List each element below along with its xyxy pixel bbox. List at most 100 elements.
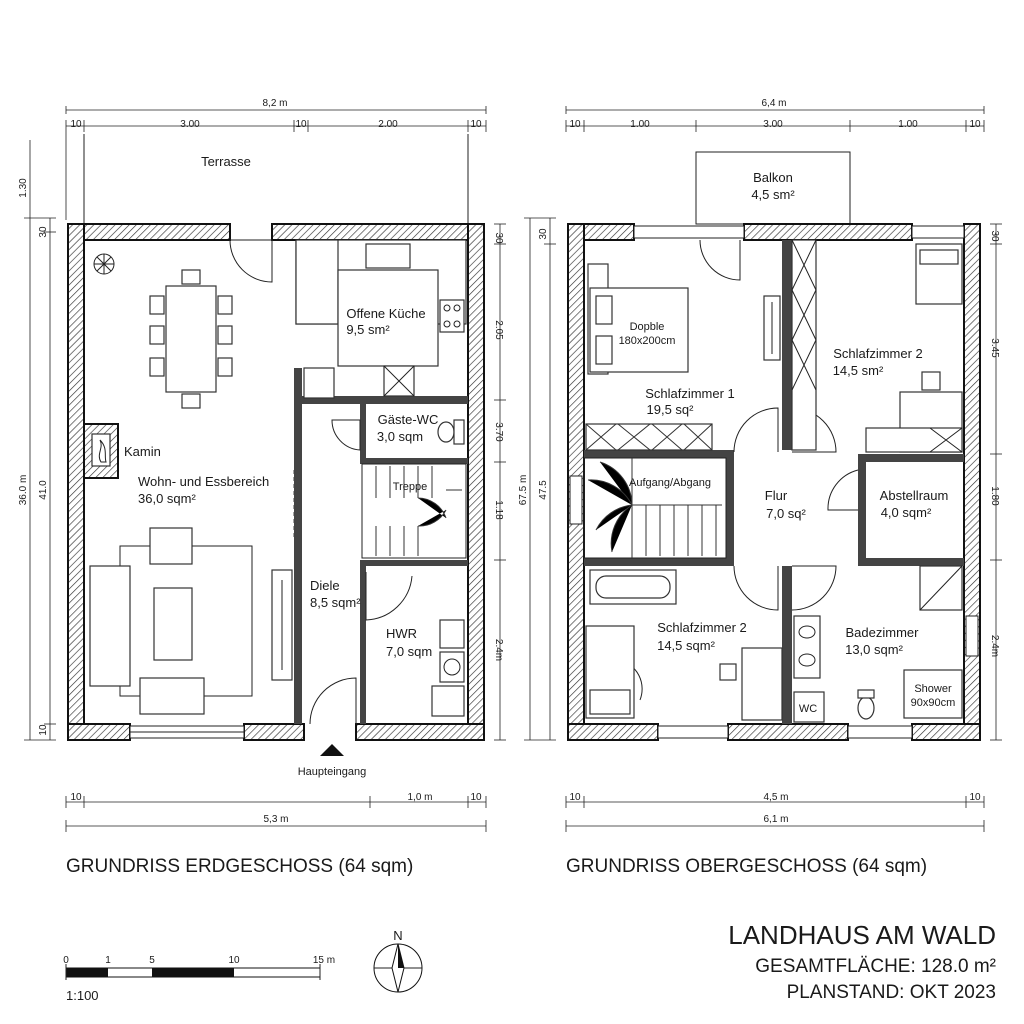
gf-fireplace-label: Kamin (124, 444, 161, 459)
uf-dim-bottom-b: 4,5 m (763, 792, 788, 803)
upper-floor-plan: 6,4 m 10 1.00 3.00 1.00 10 Balkon 4,5 sm… (518, 98, 1002, 877)
uf-shower-label: Shower (914, 683, 952, 695)
gf-living-dining: Kamin Wohn- und Essbereich 36,0 sqm² (83, 253, 295, 715)
gf-dim-seg-d: 2.00 (378, 119, 398, 130)
gf-exterior-walls (67, 223, 485, 741)
gf-hall-area: 8,5 sqm² (310, 595, 361, 610)
gf-hall: Diele 8,5 sqm² (310, 578, 361, 610)
gf-windows (129, 725, 245, 739)
uf-bedroom1-area: 19,5 sq² (647, 402, 695, 417)
gf-terrace-label: Terrasse (201, 154, 251, 169)
gf-kitchen: Offene Küche 9,5 sm² (295, 239, 467, 399)
uf-dim-bottom-c: 10 (969, 792, 981, 803)
uf-bath-name: Badezimmer (846, 625, 920, 640)
uf-stairs-label: Aufgang/Abgang (629, 477, 711, 489)
scale-label-1: 1 (105, 955, 111, 966)
uf-stairs: Aufgang/Abgang (583, 457, 727, 559)
uf-balcony-name: Balkon (753, 170, 793, 185)
uf-dim-bottom-a: 10 (569, 792, 581, 803)
uf-hall-name: Flur (765, 488, 788, 503)
ground-floor-plan: 8,2 m 10 3.00 10 2.00 10 Terrasse 1.30 3… (18, 98, 506, 877)
uf-dim-seg-b: 1.00 (630, 119, 650, 130)
uf-bedroom1-name: Schlafzimmer 1 (645, 386, 735, 401)
uf-dim-seg-e: 10 (969, 119, 981, 130)
uf-dim-total-width: 6,4 m (761, 98, 786, 109)
project-name: LANDHAUS AM WALD (728, 920, 996, 950)
uf-dim-right-b: 3.45 (989, 338, 1000, 358)
uf-storage: Abstellraum 4,0 sqm² (880, 488, 949, 520)
title-block: LANDHAUS AM WALD GESAMTFLÄCHE: 128.0 m² … (728, 920, 996, 1003)
gf-terrace: Terrasse (83, 134, 469, 224)
scale-label-15: 15 m (313, 955, 335, 966)
gf-utility-area: 7,0 sqm (386, 644, 432, 659)
scale-ratio: 1:100 (66, 988, 99, 1003)
gf-dim-right-b: 2.05 (493, 320, 504, 340)
uf-dims-bottom: 10 4,5 m 10 6,1 m (565, 792, 985, 832)
uf-balcony: Balkon 4,5 sm² (695, 151, 851, 225)
uf-dim-seg-a: 10 (569, 119, 581, 130)
uf-doors (619, 239, 859, 701)
gf-entrance: Haupteingang (298, 744, 367, 778)
uf-dim-right-a: 30 (989, 230, 1000, 242)
uf-hall: Flur 7,0 sq² (765, 488, 807, 521)
uf-dims-left: 30 67.5 m 47.5 (518, 217, 556, 741)
gf-utility: HWR 7,0 sqm (386, 619, 465, 717)
gf-dim-left-c: 36.0 m (18, 475, 29, 506)
scale-bar: 0 1 5 10 15 m 1:100 (63, 955, 335, 1003)
gf-dim-bottom-c: 10 (470, 792, 482, 803)
gf-utility-name: HWR (386, 626, 417, 641)
gf-dim-left-b: 30 (38, 226, 49, 238)
uf-dim-left-a: 30 (538, 228, 549, 240)
uf-bath-area: 13,0 sqm² (845, 642, 903, 657)
uf-bedroom-2: Schlafzimmer 2 14,5 sm² (833, 243, 963, 453)
gf-hall-name: Diele (310, 578, 340, 593)
gf-dim-bottom-a: 10 (70, 792, 82, 803)
uf-bed-label: Dopble (630, 321, 665, 333)
gf-dim-seg-b: 3.00 (180, 119, 200, 130)
uf-dims-right: 30 3.45 1.80 2.4m (989, 223, 1002, 741)
gf-dim-left-d: 41.0 (38, 480, 49, 500)
uf-dim-left-b: 67.5 m (518, 475, 529, 506)
uf-dim-seg-d: 1.00 (898, 119, 918, 130)
gf-stairs: Treppe (361, 463, 467, 559)
gf-dims-bottom: 10 1,0 m 10 5,3 m (65, 792, 487, 832)
uf-bed-size: 180x200cm (619, 335, 676, 347)
project-date: PLANSTAND: OKT 2023 (787, 982, 996, 1003)
uf-wardrobe (791, 239, 817, 451)
gf-entrance-label: Haupteingang (298, 766, 367, 778)
uf-storage-area: 4,0 sqm² (881, 505, 932, 520)
gf-dim-right-d: 1.18 (493, 500, 504, 520)
gf-guest-wc: Gäste-WC 3,0 sqm (377, 412, 465, 445)
gf-dim-left-e: 10 (38, 724, 49, 736)
gf-living-area: 36,0 sqm² (138, 491, 196, 506)
gf-dims-top: 8,2 m 10 3.00 10 2.00 10 (65, 98, 487, 220)
uf-interior-walls (584, 240, 964, 724)
uf-dim-right-d: 2.4m (989, 635, 1000, 657)
plant-icon (93, 253, 115, 275)
uf-windows (569, 225, 979, 739)
gf-stairs-label: Treppe (393, 481, 427, 493)
entrance-arrow-icon (320, 744, 344, 756)
gf-living-name: Wohn- und Essbereich (138, 474, 269, 489)
scale-label-5: 5 (149, 955, 155, 966)
uf-bathroom: WC Shower 90x90cm Badezimmer 13,0 sqm² (793, 565, 963, 723)
uf-bedroom3-name: Schlafzimmer 2 (657, 620, 747, 635)
gf-kitchen-area: 9,5 sm² (346, 322, 390, 337)
gf-dim-right-e: 2.4m (493, 639, 504, 661)
uf-dim-bottom-total: 6,1 m (763, 814, 788, 825)
north-arrow-icon: N (373, 928, 423, 993)
gf-dims-right: 30 2.05 3.70 1.18 2.4m (493, 223, 506, 741)
gf-doors (229, 239, 413, 725)
uf-wc-label: WC (799, 703, 817, 715)
uf-bedroom-3: Schlafzimmer 2 14,5 sqm² (585, 569, 783, 721)
scale-label-0: 0 (63, 955, 69, 966)
gf-dim-left-a: 1.30 (18, 178, 29, 198)
gf-dim-seg-c: 10 (295, 119, 307, 130)
gf-dim-seg-e: 10 (470, 119, 482, 130)
uf-bedroom-1: Dopble 180x200cm Schlafzimmer 1 19,5 sq² (585, 263, 781, 451)
uf-bedroom2-area: 14,5 sm² (833, 363, 884, 378)
gf-wc-area: 3,0 sqm (377, 429, 423, 444)
uf-bedroom2-name: Schlafzimmer 2 (833, 346, 923, 361)
uf-plan-title: GRUNDRISS OBERGESCHOSS (64 sqm) (566, 856, 927, 877)
